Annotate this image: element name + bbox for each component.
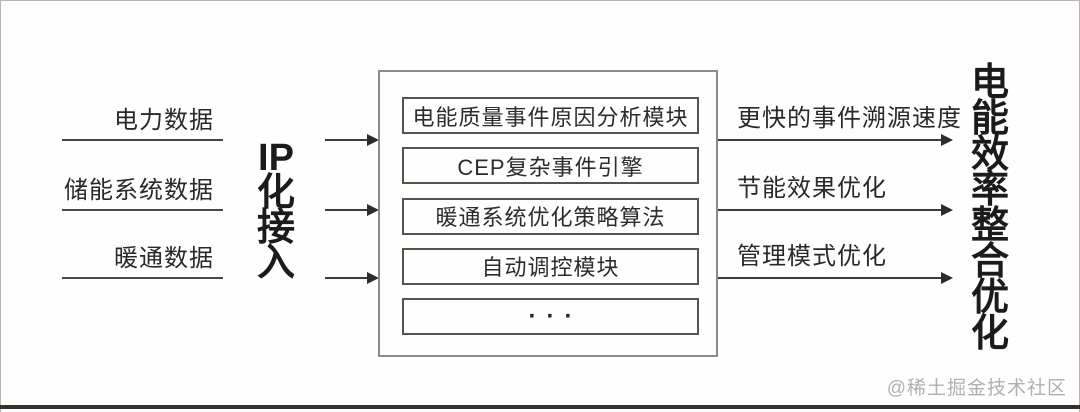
arrow-right-icon — [325, 134, 379, 146]
module-hvac-optimization: 暖通系统优化策略算法 — [402, 197, 699, 235]
input-underline — [62, 139, 223, 141]
arrow-right-icon — [325, 272, 379, 284]
bottom-bar — [0, 405, 1080, 409]
input-label-power-data: 电力数据 — [114, 107, 214, 134]
result-title: 电能效率整合优化 — [970, 62, 1009, 355]
module-power-quality-analysis: 电能质量事件原因分析模块 — [402, 97, 699, 134]
module-cep-engine: CEP复杂事件引擎 — [402, 147, 699, 185]
arrow-right-icon — [718, 272, 953, 284]
arrow-right-icon — [325, 204, 379, 216]
input-underline — [62, 209, 223, 211]
arrow-right-icon — [718, 134, 953, 146]
input-label-storage-data: 储能系统数据 — [64, 177, 214, 204]
input-label-hvac-data: 暖通数据 — [114, 245, 214, 272]
arrow-right-icon — [718, 204, 953, 216]
platform-box: 电能质量事件原因分析模块 CEP复杂事件引擎 暖通系统优化策略算法 自动调控模块… — [378, 70, 718, 357]
module-auto-control: 自动调控模块 — [402, 247, 699, 285]
input-underline — [62, 277, 223, 279]
watermark: @稀土掘金技术社区 — [886, 378, 1067, 399]
module-ellipsis: ··· — [402, 298, 699, 335]
output-label-faster-tracing: 更快的事件溯源速度 — [737, 105, 962, 132]
output-label-management-optimization: 管理模式优化 — [737, 243, 887, 270]
ingress-title: IP化接入 — [256, 137, 295, 284]
output-label-energy-saving: 节能效果优化 — [737, 175, 887, 202]
